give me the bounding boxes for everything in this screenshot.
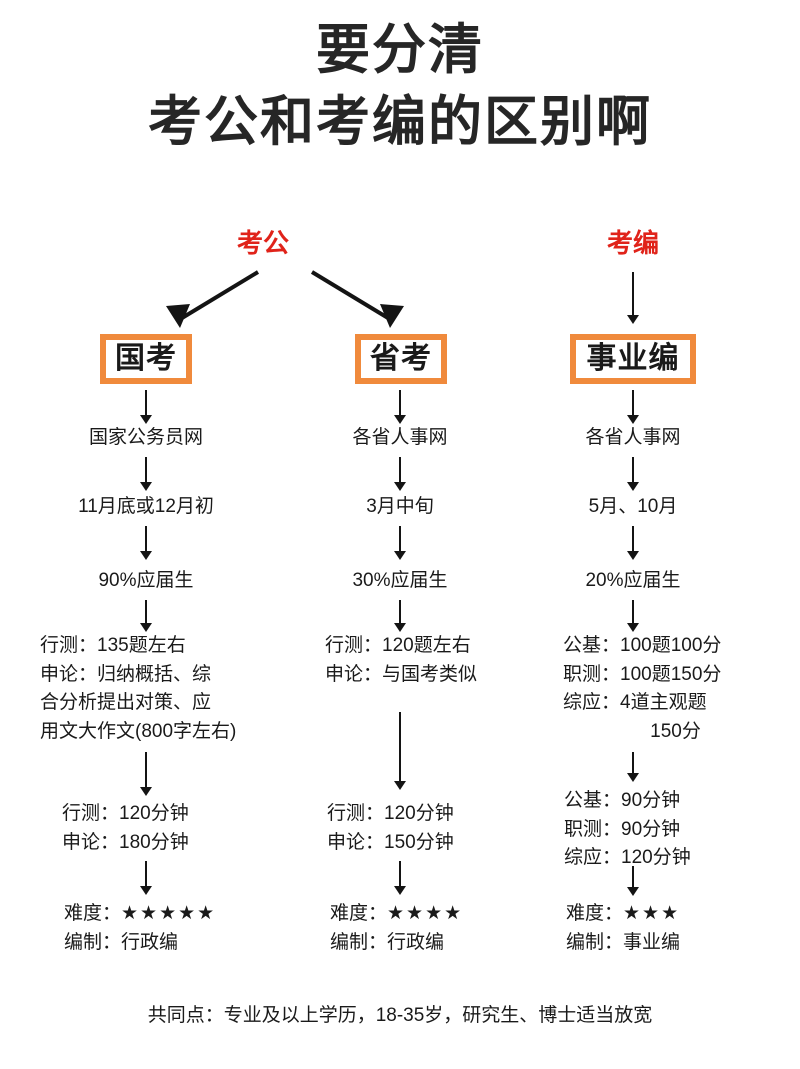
branch-arrow-right xyxy=(310,270,404,328)
col2-arrow-to-durations xyxy=(393,712,407,790)
col2-arrow-to-ratio xyxy=(393,526,407,560)
col2-subjects: 行测：120题左右 申论：与国考类似 xyxy=(325,632,560,689)
col2-arrow-to-subjects xyxy=(393,600,407,632)
col1-arrow-to-subjects xyxy=(139,600,153,632)
exam-box-guokao-label: 国考 xyxy=(115,342,177,375)
col1-arrow-to-difficulty xyxy=(139,861,153,895)
exam-box-guokao[interactable]: 国考 xyxy=(100,334,192,384)
col2-difficulty: 难度：★★★★ xyxy=(330,900,560,929)
col3-difficulty: 难度：★★★ xyxy=(566,900,796,929)
col3-fresh-grad-ratio: 20%应届生 xyxy=(585,570,681,591)
exam-box-shengkao[interactable]: 省考 xyxy=(355,334,447,384)
exam-box-shiyebian[interactable]: 事业编 xyxy=(570,334,696,384)
col1-difficulty-stars: ★★★★★ xyxy=(121,903,217,924)
col1-subjects: 行测：135题左右 申论：归纳概括、综 合分析提出对策、应 用文大作文(800字… xyxy=(40,632,295,746)
exam-box-shiyebian-label: 事业编 xyxy=(586,342,680,375)
col2-arrow-to-website xyxy=(393,390,407,424)
category-heading-kaogong: 考公 xyxy=(236,228,289,258)
col3-subject-line: 职测：100题150分 xyxy=(563,663,722,685)
page-title: 要分清 考公和考编的区别啊 xyxy=(0,18,800,156)
col3-duration-line: 公基：90分钟 xyxy=(564,790,681,811)
branch-arrow-center xyxy=(626,272,640,324)
col1-subject-line: 用文大作文(800字左右) xyxy=(40,720,237,742)
col3-summary: 难度：★★★ 编制：事业编 xyxy=(566,900,796,957)
col1-exam-time: 11月底或12月初 xyxy=(78,496,214,517)
col1-durations: 行测：120分钟 申论：180分钟 xyxy=(62,800,292,857)
col3-subject-line: 综应：4道主观题 xyxy=(563,692,707,713)
col2-arrow-to-time xyxy=(393,457,407,491)
col1-establishment: 编制：行政编 xyxy=(64,931,179,953)
col2-arrow-to-difficulty xyxy=(393,861,407,895)
col3-duration-line: 综应：120分钟 xyxy=(564,847,691,868)
col1-subject-line: 申论：归纳概括、综 xyxy=(40,663,212,685)
col1-duration-line: 行测：120分钟 xyxy=(62,803,189,824)
col3-durations: 公基：90分钟 职测：90分钟 综应：120分钟 xyxy=(564,787,789,873)
col3-duration-line: 职测：90分钟 xyxy=(564,818,681,840)
exam-box-shengkao-label: 省考 xyxy=(370,342,432,375)
col3-subjects: 公基：100题100分 职测：100题150分 综应：4道主观题 150分 xyxy=(563,632,788,746)
col3-arrow-to-website xyxy=(626,390,640,424)
col2-subject-line: 行测：120题左右 xyxy=(325,635,471,656)
title-line-2: 考公和考编的区别啊 xyxy=(148,91,652,152)
branch-arrow-left xyxy=(166,270,260,328)
col1-fresh-grad-ratio: 90%应届生 xyxy=(98,570,194,591)
footer-common-points: 共同点：专业及以上学历，18-35岁，研究生、博士适当放宽 xyxy=(147,1005,653,1026)
col2-duration-line: 申论：150分钟 xyxy=(327,831,454,853)
col1-arrow-to-website xyxy=(139,390,153,424)
col3-subject-line: 150分 xyxy=(650,720,701,742)
col3-arrow-to-ratio xyxy=(626,526,640,560)
col2-durations: 行测：120分钟 申论：150分钟 xyxy=(327,800,557,857)
col2-establishment: 编制：行政编 xyxy=(330,931,445,953)
col2-duration-line: 行测：120分钟 xyxy=(327,803,454,824)
col2-difficulty-stars: ★★★★ xyxy=(387,903,464,924)
col1-summary: 难度：★★★★★ 编制：行政编 xyxy=(64,900,304,957)
col1-website: 国家公务员网 xyxy=(88,427,203,448)
col2-exam-time: 3月中旬 xyxy=(366,496,434,517)
col3-exam-time: 5月、10月 xyxy=(588,496,678,517)
col1-arrow-to-ratio xyxy=(139,526,153,560)
col3-establishment: 编制：事业编 xyxy=(566,931,681,953)
col3-subject-line: 公基：100题100分 xyxy=(563,635,722,656)
col3-arrow-to-difficulty xyxy=(626,866,640,896)
col3-arrow-to-durations xyxy=(626,752,640,782)
col1-arrow-to-time xyxy=(139,457,153,491)
col1-arrow-to-durations xyxy=(139,752,153,796)
col2-difficulty-label: 难度： xyxy=(330,903,388,924)
col3-difficulty-label: 难度： xyxy=(566,903,624,924)
col3-difficulty-stars: ★★★ xyxy=(623,903,681,924)
col2-summary: 难度：★★★★ 编制：行政编 xyxy=(330,900,560,957)
col1-difficulty: 难度：★★★★★ xyxy=(64,900,304,929)
col3-arrow-to-time xyxy=(626,457,640,491)
col1-duration-line: 申论：180分钟 xyxy=(62,831,189,853)
col1-subject-line: 合分析提出对策、应 xyxy=(40,692,212,713)
col3-website: 各省人事网 xyxy=(585,427,681,448)
col2-fresh-grad-ratio: 30%应届生 xyxy=(352,570,448,591)
category-heading-kaobian: 考编 xyxy=(606,228,659,258)
col1-subject-line: 行测：135题左右 xyxy=(40,635,186,656)
title-line-1: 要分清 xyxy=(316,20,484,80)
col1-difficulty-label: 难度： xyxy=(64,903,122,924)
col2-subject-line: 申论：与国考类似 xyxy=(325,663,478,685)
col3-arrow-to-subjects xyxy=(626,600,640,632)
col2-website: 各省人事网 xyxy=(352,427,448,448)
